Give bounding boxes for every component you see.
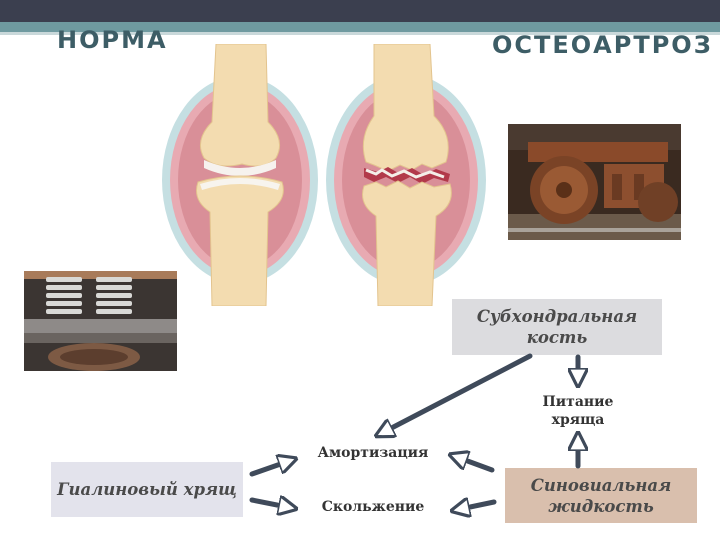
top-banner-line [0,32,720,35]
hyaline-cartilage-box: Гиалиновый хрящ [51,462,243,517]
osteoarthritis-joint [326,44,486,306]
synovial-fluid-label: Синовиальная жидкость [530,475,672,516]
arrow-hyaline-to-sliding [249,500,292,508]
joint-illustration [162,44,486,306]
subchondral-bone-box: Субхондральная кость [452,299,662,355]
amortization-label: Амортизация [317,445,429,461]
arrow-synovial-to-sliding [456,502,497,510]
arrow-hyaline-to-amortization [249,460,292,477]
cartilage-nutrition-label: Питание хряща [542,394,614,428]
subchondral-bone-label: Субхондральная кость [476,307,638,347]
bogie-springs-photo [24,271,177,371]
top-banner-accent [0,22,720,32]
normal-tibia [196,175,284,306]
normal-femur [199,44,281,167]
arrow-subchondral-to-amortization [380,353,533,434]
normal-joint [162,44,318,306]
oa-tibia [362,180,452,306]
synovial-fluid-box: Синовиальная жидкость [505,468,697,523]
norm-title: НОРМА [57,26,168,54]
arrow-synovial-to-amortization [454,456,495,473]
hyaline-cartilage-label: Гиалиновый хрящ [57,480,237,499]
osteoarthrosis-title: ОСТЕОАРТРОЗ [492,31,713,59]
top-banner [0,0,720,22]
locomotive-wheel-photo [508,124,681,240]
sliding-label: Скольжение [321,499,425,515]
